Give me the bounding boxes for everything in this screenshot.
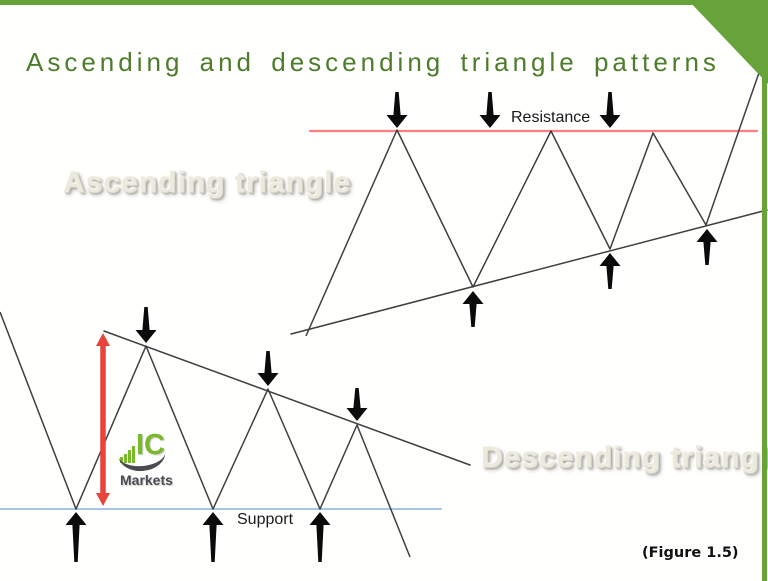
height-measure-down-arrowhead: [96, 493, 110, 506]
support-up-arrow: [202, 512, 224, 562]
descending-peak-down-arrow: [346, 388, 368, 421]
ascending-support-up-arrow: [599, 253, 621, 289]
descending-triangle-label: Descending triangle: [481, 441, 768, 474]
descending-price-zigzag: [0, 311, 411, 558]
resistance-down-arrow: [479, 92, 501, 128]
support-up-arrow: [65, 512, 87, 562]
logo-bar-chart-icon: [120, 446, 135, 463]
descending-peak-down-arrow: [257, 351, 279, 386]
page-title: Ascending and descending triangle patter…: [26, 47, 720, 77]
resistance-down-arrow: [599, 92, 621, 128]
ascending-triangle-label: Ascending triangle: [63, 166, 352, 199]
descending-trendline: [103, 330, 471, 466]
logo-markets-text: Markets: [120, 472, 173, 488]
height-measure-up-arrowhead: [96, 333, 110, 346]
figure-caption: (Figure 1.5): [642, 545, 739, 561]
descending-peak-down-arrow: [135, 307, 157, 343]
support-label: Support: [237, 511, 294, 528]
logo-swoosh-icon: [118, 450, 167, 474]
top-border-bar: [0, 0, 768, 5]
support-up-arrow: [309, 512, 331, 562]
right-border-bar: [762, 0, 767, 581]
resistance-down-arrow: [386, 92, 408, 128]
ascending-trendline: [290, 209, 768, 335]
ic-markets-logo: IC Markets: [118, 429, 183, 493]
ascending-price-zigzag: [305, 66, 762, 337]
ascending-support-up-arrow: [462, 291, 484, 327]
resistance-label: Resistance: [511, 109, 591, 126]
logo-ic-text: IC: [136, 429, 165, 461]
ascending-support-up-arrow: [696, 229, 718, 265]
